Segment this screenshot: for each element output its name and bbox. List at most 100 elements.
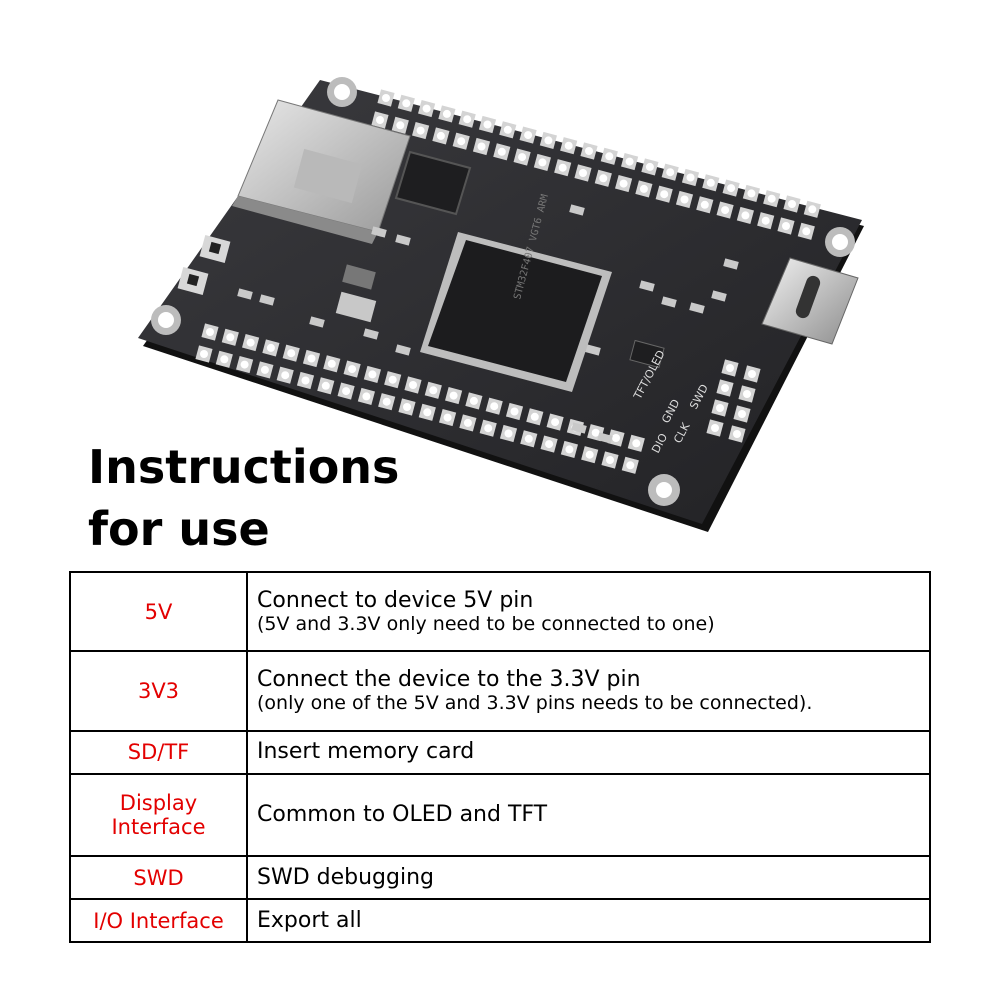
pin-hole [802, 227, 811, 236]
pin-hole [612, 434, 620, 442]
pin-hole [518, 153, 527, 162]
pin-hole [307, 354, 316, 363]
row-description: Insert memory card [246, 729, 931, 775]
pin-hole [396, 121, 405, 130]
pin-hole [585, 147, 593, 155]
pin-hole [626, 461, 635, 470]
pin-hole [497, 147, 506, 156]
pin-hole [632, 439, 641, 448]
pin-hole [666, 168, 675, 177]
row-label: 5V [69, 570, 248, 653]
board-photo: STM32F407 VGT6 ARM TFT/OLED SWD CLK GND … [138, 77, 864, 532]
pin-hole [200, 350, 208, 358]
pin-hole [706, 178, 715, 187]
pin-hole [721, 206, 730, 215]
pin-hole [457, 137, 466, 146]
title-line-1: Instructions [88, 440, 400, 494]
pin-hole [220, 355, 229, 364]
pin-hole [260, 365, 269, 374]
crystals [335, 264, 377, 323]
table-row: SWD SWD debugging [69, 855, 931, 901]
pin-hole [423, 408, 432, 417]
voltage-regulator [629, 339, 665, 369]
pin-hole [727, 184, 736, 193]
pin-hole [388, 375, 397, 384]
pin-hole [579, 169, 587, 177]
pin-hole [565, 445, 574, 454]
pin-hole [402, 99, 411, 108]
pin-hole [449, 391, 458, 400]
row-description-main: Insert memory card [257, 739, 475, 765]
pin-hole [558, 163, 567, 172]
pin-hole [700, 200, 709, 209]
pin-hole [382, 397, 391, 406]
right-pin-header [706, 359, 761, 443]
top-pin-header [371, 89, 821, 240]
pin-hole [625, 157, 634, 166]
row-description: Connect the device to the 3.3V pin(only … [246, 650, 931, 732]
pin-hole [530, 412, 539, 421]
pin-hole [743, 390, 751, 398]
pin-hole [726, 364, 734, 372]
pin-hole [585, 450, 594, 459]
pin-hole [721, 384, 729, 392]
pin-hole [226, 333, 235, 342]
page-title: Instructions for use [88, 436, 399, 560]
pin-hole [463, 418, 472, 427]
pin-hole [538, 158, 547, 167]
usb-c-connector [761, 257, 859, 345]
pin-hole [442, 109, 451, 118]
pin-hole [443, 413, 452, 422]
pin-hole [301, 376, 310, 385]
pin-hole [246, 338, 255, 347]
pin-hole [606, 456, 614, 464]
pin-hole [808, 205, 817, 214]
pin-hole [510, 407, 519, 416]
row-description-main: SWD debugging [257, 864, 435, 890]
pin-hole [266, 343, 275, 352]
pin-hole [483, 120, 492, 129]
pin-hole [281, 371, 290, 380]
pin-hole [463, 115, 472, 124]
row-label-line: Display [119, 790, 198, 815]
pin-hole [733, 430, 741, 438]
row-description-main: Connect to device 5V pin [257, 587, 534, 613]
row-label-line: I/O Interface [93, 908, 224, 933]
pin-hole [409, 381, 417, 389]
pin-hole [362, 392, 371, 401]
title-line-2: for use [88, 502, 270, 556]
pin-hole [490, 402, 499, 411]
pin-hole [503, 125, 512, 134]
pin-hole [639, 184, 648, 193]
pin-hole [619, 179, 628, 188]
row-description-main: Connect the device to the 3.3V pin [257, 666, 641, 692]
pin-hole [240, 360, 249, 369]
row-description-main: Common to OLED and TFT [257, 801, 548, 827]
pin-hole [504, 429, 513, 438]
pin-hole [748, 370, 756, 378]
pin-hole [403, 403, 411, 411]
pin-hole [761, 216, 770, 225]
mcu-chip: STM32F407 VGT6 ARM [420, 193, 612, 392]
pin-hole [767, 194, 776, 203]
pin-hole [711, 424, 719, 432]
row-label: SWD [69, 855, 248, 901]
row-description: SWD debugging [246, 855, 931, 901]
pin-hole [321, 381, 330, 390]
pin-hole [788, 200, 796, 208]
row-label: 3V3 [69, 650, 248, 732]
pin-hole [342, 387, 351, 396]
pin-hole [376, 116, 384, 124]
pin-hole [544, 136, 553, 145]
row-description: Connect to device 5V pin(5V and 3.3V onl… [246, 570, 931, 653]
pin-hole [645, 162, 654, 171]
pin-hole [484, 424, 493, 433]
bottom-pin-header [195, 323, 645, 474]
pin-hole [422, 104, 431, 113]
